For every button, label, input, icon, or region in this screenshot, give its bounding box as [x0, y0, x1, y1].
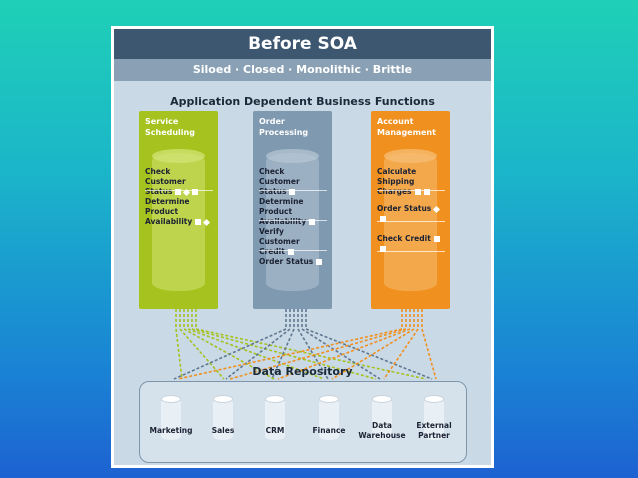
- item-divider: [259, 220, 327, 221]
- database-icon: [213, 395, 233, 440]
- marker-square-icon: [423, 189, 430, 195]
- marker-square-icon: [309, 219, 316, 225]
- column-order-processing: Order Processing Check Customer Status D…: [253, 111, 332, 309]
- column-label: Order Processing: [259, 117, 309, 137]
- function-item: Check Customer Status: [259, 167, 300, 196]
- marker-diamond-icon: [433, 205, 441, 213]
- function-item: Check Customer Status: [145, 167, 213, 197]
- column-service-scheduling: Service Scheduling Check Customer Status…: [139, 111, 218, 309]
- slide-card: Before SOA Siloed · Closed · Monolithic …: [111, 26, 494, 468]
- database-icon: [424, 395, 444, 440]
- store-label: Finance: [312, 426, 346, 435]
- marker-square-icon: [380, 216, 386, 222]
- diagram-panel: Before SOA Siloed · Closed · Monolithic …: [114, 29, 491, 465]
- column-label: Account Management: [377, 117, 436, 137]
- connector-line: [277, 309, 411, 380]
- item-divider: [377, 251, 445, 252]
- item-divider: [145, 190, 213, 191]
- connector-line: [301, 309, 381, 380]
- function-item: Determine Product Availability: [145, 197, 213, 227]
- connector-line: [331, 309, 415, 380]
- connector-line: [175, 309, 183, 380]
- functions-heading: Application Dependent Business Functions: [170, 95, 435, 108]
- connector-line: [383, 309, 419, 380]
- connector-line: [183, 309, 275, 380]
- database-icon: [319, 395, 339, 440]
- item-divider: [377, 190, 445, 191]
- marker-square-icon: [380, 246, 386, 252]
- diagram-subtitle: Siloed · Closed · Monolithic · Brittle: [114, 59, 491, 81]
- store-label: Data Warehouse: [358, 421, 406, 440]
- data-repository-box: Marketing Sales CRM Finance Data Warehou…: [139, 381, 467, 463]
- connector-line: [297, 309, 329, 380]
- marker-square-icon: [192, 189, 199, 195]
- connector-line: [179, 309, 225, 380]
- connector-line: [271, 309, 295, 380]
- store-label: CRM: [265, 426, 285, 435]
- function-item: Check Credit: [377, 234, 445, 254]
- database-icon: [161, 395, 181, 440]
- database-icon: [265, 395, 285, 440]
- function-item: Calculate Shipping Charges: [377, 167, 445, 197]
- connector-line: [177, 309, 403, 380]
- marker-square-icon: [316, 259, 323, 265]
- marker-square-icon: [195, 219, 202, 225]
- store-label: Sales: [211, 426, 235, 435]
- item-divider: [377, 221, 445, 222]
- column-account-management: Account Management Calculate Shipping Ch…: [371, 111, 450, 309]
- connector-lines: [173, 309, 437, 380]
- connector-line: [191, 309, 377, 380]
- function-item: Verify Customer Credit: [259, 227, 300, 256]
- store-label: External Partner: [416, 421, 452, 440]
- database-icon: [372, 395, 392, 440]
- connector-line: [421, 309, 437, 380]
- repository-label: Data Repository: [252, 365, 353, 378]
- diagram-title: Before SOA: [114, 29, 491, 59]
- function-item: Determine Product Availability: [259, 197, 327, 227]
- item-divider: [259, 190, 327, 191]
- function-item: Order Status: [259, 257, 327, 267]
- item-divider: [259, 250, 327, 251]
- function-item: Order Status: [377, 204, 445, 224]
- marker-square-icon: [433, 236, 440, 242]
- connector-line: [305, 309, 433, 380]
- connector-line: [225, 309, 291, 380]
- marker-diamond-icon: [203, 218, 211, 226]
- marker-square-icon: [414, 189, 421, 195]
- connector-line: [229, 309, 407, 380]
- silo-cylinder: [384, 153, 437, 291]
- marker-square-icon: [289, 189, 296, 195]
- connector-line: [173, 309, 287, 380]
- column-label: Service Scheduling: [145, 117, 195, 137]
- marker-square-icon: [175, 189, 182, 195]
- connector-line: [195, 309, 427, 380]
- store-label: Marketing: [149, 426, 193, 435]
- marker-square-icon: [287, 249, 294, 255]
